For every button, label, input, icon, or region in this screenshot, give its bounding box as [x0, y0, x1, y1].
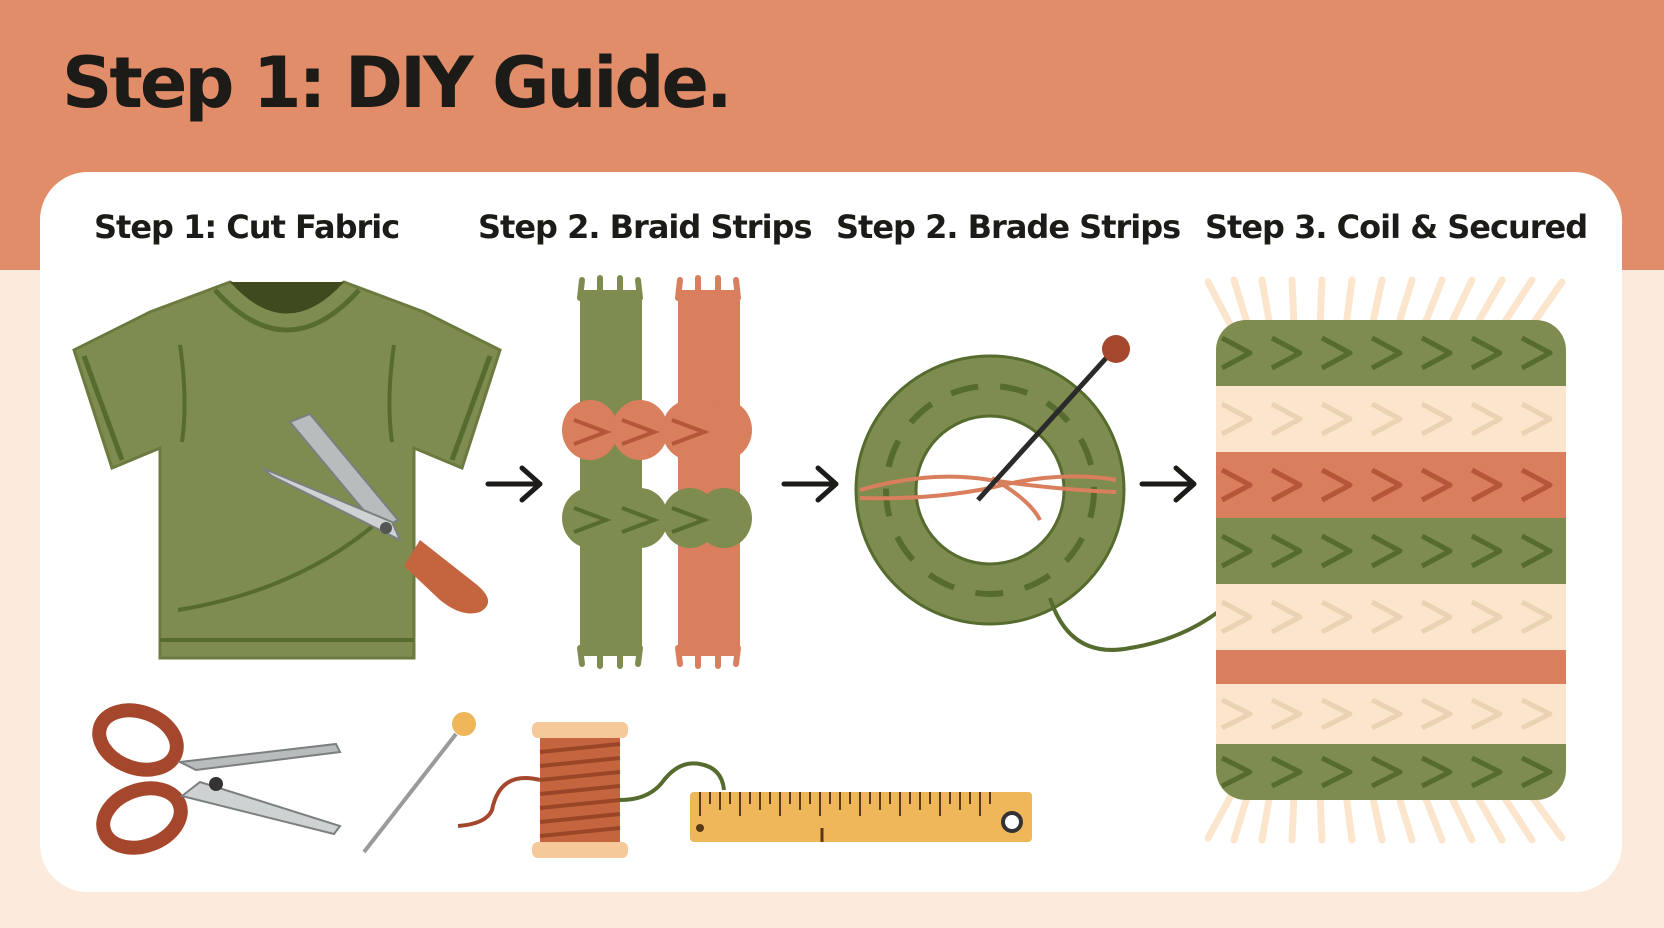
scissors-icon	[92, 703, 342, 855]
step-2-heading: Step 2. Braid Strips	[478, 208, 812, 246]
page-title: Step 1: DIY Guide.	[62, 42, 733, 124]
arrow-right-icon	[781, 465, 839, 503]
braided-rug-icon	[1204, 276, 1566, 844]
coiled-braid-icon	[854, 354, 1220, 652]
arrow-right-icon	[485, 465, 543, 503]
scissors-icon	[261, 412, 489, 614]
step-4-heading: Step 3. Coil & Secured	[1205, 208, 1588, 246]
thread-spool-icon	[457, 722, 726, 858]
needle-icon	[976, 335, 1130, 502]
step-3-heading: Step 2. Brade Strips	[836, 208, 1181, 246]
arrow-right-icon	[1139, 465, 1197, 503]
step-1-heading: Step 1: Cut Fabric	[94, 208, 400, 246]
t-shirt-icon	[72, 280, 502, 660]
braided-strips-icon	[562, 275, 752, 669]
needle-icon	[362, 712, 476, 854]
measuring-tape-icon	[690, 792, 1032, 842]
